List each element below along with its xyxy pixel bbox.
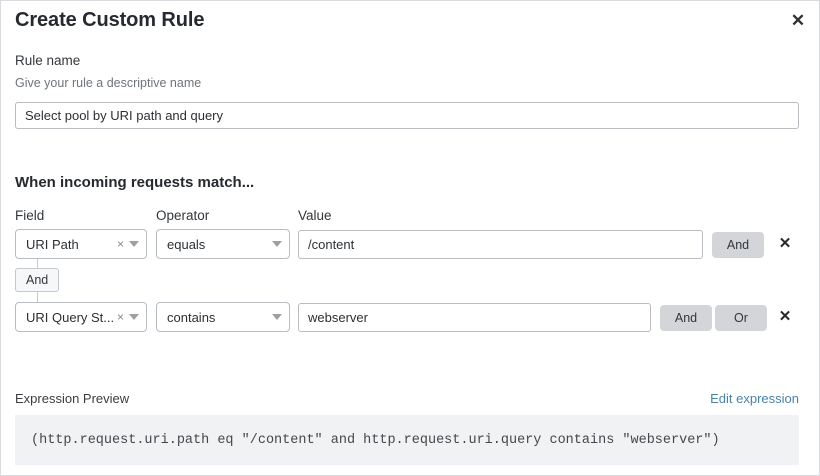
value-input-row-2[interactable]	[298, 303, 651, 332]
remove-row-button-row-1[interactable]: ✕	[775, 233, 795, 253]
operator-select-row-2[interactable]: contains	[156, 302, 290, 332]
dialog-title: Create Custom Rule	[15, 9, 205, 31]
and-button-row-1[interactable]: And	[712, 232, 764, 258]
edit-expression-link[interactable]: Edit expression	[710, 391, 799, 406]
field-select-value-row-1: URI Path	[26, 236, 79, 252]
expression-preview-box: (http.request.uri.path eq "/content" and…	[15, 415, 799, 465]
close-icon[interactable]: ✕	[785, 7, 811, 33]
rule-name-hint: Give your rule a descriptive name	[15, 76, 202, 90]
column-header-operator: Operator	[156, 208, 210, 223]
chevron-down-icon-operator-row-2	[271, 314, 289, 320]
connector-and-badge[interactable]: And	[15, 268, 60, 292]
or-button-row-2[interactable]: Or	[715, 305, 767, 331]
rule-name-input[interactable]	[15, 102, 799, 129]
operator-select-row-1[interactable]: equals	[156, 229, 290, 259]
clear-icon-row-2[interactable]: ×	[116, 310, 124, 324]
expression-preview-label: Expression Preview	[15, 391, 130, 406]
field-select-row-2[interactable]: URI Query St... ×	[15, 302, 147, 332]
chevron-down-icon-field-row-2	[128, 314, 146, 320]
expression-preview-text: (http.request.uri.path eq "/content" and…	[31, 432, 720, 448]
clear-icon-row-1[interactable]: ×	[116, 237, 124, 251]
column-header-field: Field	[15, 208, 45, 223]
remove-row-button-row-2[interactable]: ✕	[775, 306, 795, 326]
value-input-row-1[interactable]	[298, 230, 703, 259]
operator-select-value-row-2: contains	[167, 309, 216, 325]
operator-select-value-row-1: equals	[167, 236, 206, 252]
match-section-heading: When incoming requests match...	[15, 174, 255, 191]
field-select-value-row-2: URI Query St...	[26, 309, 113, 325]
rule-name-label: Rule name	[15, 53, 81, 68]
field-select-row-1[interactable]: URI Path ×	[15, 229, 147, 259]
chevron-down-icon-operator-row-1	[271, 241, 289, 247]
column-header-value: Value	[298, 208, 332, 223]
chevron-down-icon-field-row-1	[128, 241, 146, 247]
and-button-row-2[interactable]: And	[660, 305, 712, 331]
